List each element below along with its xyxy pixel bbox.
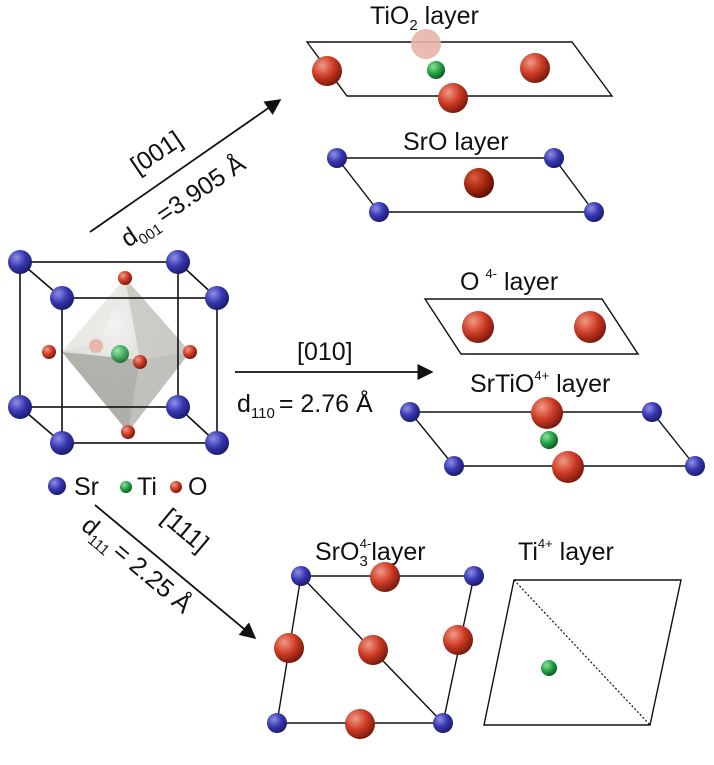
tio2-layer: TiO2 layer: [305, 2, 614, 113]
d110-spacing: d110= 2.76 Å: [237, 388, 373, 422]
o-atom: [121, 425, 135, 439]
sr-atom: [327, 148, 347, 168]
o-atom: [531, 397, 563, 429]
ti-legend-label: Ti: [137, 473, 157, 501]
sr-atom: [291, 566, 311, 586]
o-atom: [411, 29, 441, 59]
direction-010: [010] d110= 2.76 Å: [235, 338, 434, 422]
o-atom: [443, 625, 473, 655]
sr-atom: [8, 395, 32, 419]
ti-atom: [111, 345, 129, 363]
sro-layer-label: SrO layer: [403, 128, 509, 156]
sr-atom: [400, 402, 420, 422]
o-legend-icon: [170, 481, 182, 493]
o-atom: [345, 709, 375, 739]
o-atom: [42, 345, 56, 359]
o-atom: [312, 56, 342, 86]
sr-atom: [166, 395, 190, 419]
sr-atom: [685, 456, 705, 476]
o-legend-label: O: [188, 473, 207, 501]
o-atom: [183, 345, 197, 359]
sr-atom: [267, 713, 287, 733]
o-atom: [89, 339, 103, 353]
tio2-layer-label: TiO2 layer: [370, 2, 479, 34]
sr-atom: [8, 250, 32, 274]
ti-layer: Ti4+ layer: [483, 536, 682, 726]
sr-atom: [433, 713, 453, 733]
sr-atom: [50, 286, 74, 310]
sr-atom: [205, 286, 229, 310]
srtio-layer-label: SrTiO4+ layer: [470, 368, 610, 398]
ti-layer-label: Ti4+ layer: [518, 536, 614, 566]
ti-plane: [483, 579, 682, 726]
sr-atom: [464, 566, 484, 586]
cell-front-face: [19, 261, 179, 408]
sr-atom: [205, 431, 229, 455]
sr-atom: [369, 202, 389, 222]
o-atom: [118, 271, 132, 285]
direction-001-label: [001]: [126, 126, 188, 180]
o-atom: [274, 633, 304, 663]
sr-atom: [50, 431, 74, 455]
sr-atom: [444, 456, 464, 476]
sro3-layer: SrO34-layer: [267, 536, 484, 739]
sr-atom: [544, 148, 564, 168]
o-atom: [370, 562, 400, 592]
direction-111-label: [111]: [156, 503, 214, 558]
sr-atom: [584, 202, 604, 222]
ti-atom: [541, 660, 557, 676]
o-atom: [552, 451, 584, 483]
ti-atom: [540, 431, 558, 449]
sro-layer: SrO layer: [327, 128, 604, 222]
o-atom: [358, 635, 388, 665]
o-atom: [520, 53, 550, 83]
sro3-layer-label: SrO34-layer: [315, 536, 426, 570]
sr-legend-icon: [48, 477, 66, 495]
o-atom: [438, 83, 468, 113]
ti-atom: [427, 61, 445, 79]
sr-legend-label: Sr: [74, 473, 99, 501]
sr-atom: [642, 402, 662, 422]
o-atom: [464, 168, 494, 198]
arrow-111: [94, 504, 257, 640]
srtio-layer: SrTiO4+ layer: [400, 368, 705, 483]
arrow-001: [89, 99, 282, 233]
o-atom: [462, 311, 494, 343]
direction-010-label: [010]: [297, 338, 353, 366]
direction-111: [111] d111= 2.25 Å: [76, 503, 257, 640]
direction-001: [001] d001=3.905 Å: [89, 99, 282, 253]
o2-plane: [423, 298, 640, 355]
cell-back-face: [61, 297, 218, 444]
atom-legend: Sr Ti O: [48, 473, 207, 501]
ti-legend-icon: [120, 481, 132, 493]
o-atom: [133, 355, 147, 369]
unit-cell: [8, 250, 229, 455]
sr-atom: [166, 250, 190, 274]
o-atom: [574, 311, 606, 343]
